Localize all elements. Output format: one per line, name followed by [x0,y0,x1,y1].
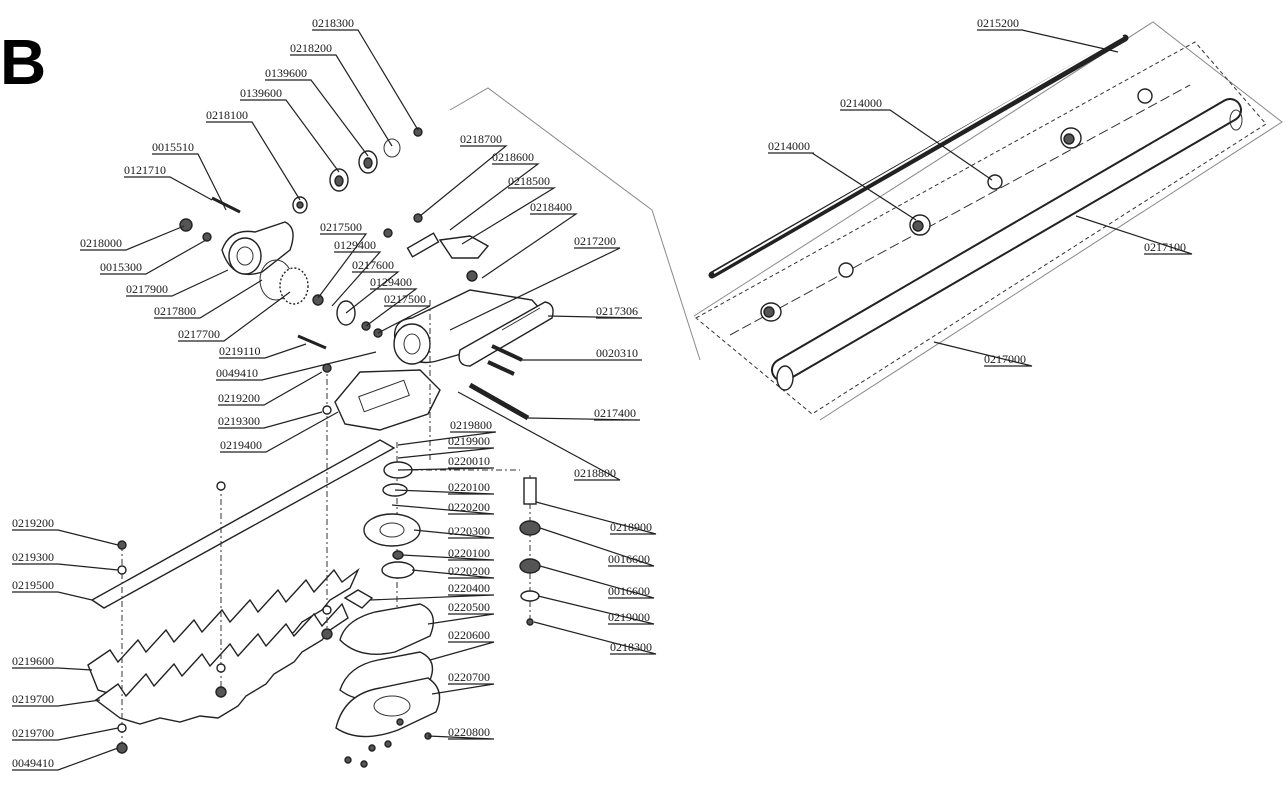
part-number-0217600: 0217600 [352,258,394,272]
part-number-0219800: 0219800 [450,418,492,432]
part-number-0217700: 0217700 [178,327,220,341]
part-number-0217400: 0217400 [594,406,636,420]
part-number-0220200-b: 0220200 [448,564,490,578]
part-number-0139600-b: 0139600 [240,86,282,100]
part-number-0220100-b: 0220100 [448,546,490,560]
part-number-0218200: 0218200 [290,41,332,55]
part-number-0220400: 0220400 [448,581,490,595]
part-number-0214000-a: 0214000 [840,96,882,110]
part-number-0218800: 0218800 [574,466,616,480]
part-number-0215200: 0215200 [977,16,1019,30]
part-number-0049410-bot: 0049410 [12,756,54,770]
part-number-0015510: 0015510 [152,140,194,154]
part-number-0219700-a: 0219700 [12,692,54,706]
part-number-0218600: 0218600 [492,150,534,164]
part-number-0219200-b: 0219200 [12,516,54,530]
part-number-0220600: 0220600 [448,628,490,642]
part-number-0121710: 0121710 [124,163,166,177]
part-number-0020310: 0020310 [596,346,638,360]
part-number-0129400-a: 0129400 [334,238,376,252]
gearbox-assembly [87,87,701,768]
part-number-0217306: 0217306 [596,304,638,318]
shaft-tube-assembly [693,21,1283,421]
part-number-0219600: 0219600 [12,654,54,668]
part-number-0129400-b: 0129400 [370,275,412,289]
part-number-0219400: 0219400 [220,438,262,452]
part-number-0217900: 0217900 [126,282,168,296]
part-number-0220700: 0220700 [448,670,490,684]
part-number-0219110: 0219110 [219,344,261,358]
part-number-0218500: 0218500 [508,174,550,188]
part-number-0220300: 0220300 [448,524,490,538]
part-number-0217000: 0217000 [984,352,1026,366]
part-number-0219300-b: 0219300 [12,550,54,564]
part-number-0220100-a: 0220100 [448,480,490,494]
part-number-0049410-top: 0049410 [216,366,258,380]
part-number-0015300: 0015300 [100,260,142,274]
part-number-0016600-a: 0016600 [608,552,650,566]
part-number-0139600-a: 0139600 [265,66,307,80]
part-number-0218000: 0218000 [80,236,122,250]
part-number-0218300-top: 0218300 [312,16,354,30]
part-number-0217100: 0217100 [1144,240,1186,254]
part-number-0217800: 0217800 [154,304,196,318]
part-number-0218300-bot: 0218300 [610,640,652,654]
part-number-0217500-b: 0217500 [384,292,426,306]
part-number-0219200-a: 0219200 [218,391,260,405]
part-number-0219000: 0219000 [608,610,650,624]
part-number-0220010: 0220010 [448,454,490,468]
part-number-0219700-b: 0219700 [12,726,54,740]
part-number-0219900: 0219900 [448,434,490,448]
part-callouts: 0218300 0218200 0139600 0139600 0218100 00155… [12,16,1190,771]
part-number-0016600-b: 0016600 [608,584,650,598]
part-number-0219500: 0219500 [12,578,54,592]
part-number-0214000-b: 0214000 [768,139,810,153]
part-number-0220800: 0220800 [448,725,490,739]
part-number-0217500-a: 0217500 [320,220,362,234]
part-number-0218400: 0218400 [530,200,572,214]
part-number-0219300-a: 0219300 [218,414,260,428]
part-number-0220500: 0220500 [448,600,490,614]
part-number-0218700: 0218700 [460,132,502,146]
part-number-0218900: 0218900 [610,520,652,534]
part-number-0220200-a: 0220200 [448,500,490,514]
section-letter: B [0,26,46,98]
part-number-0218100: 0218100 [206,108,248,122]
part-number-0217200: 0217200 [574,234,616,248]
